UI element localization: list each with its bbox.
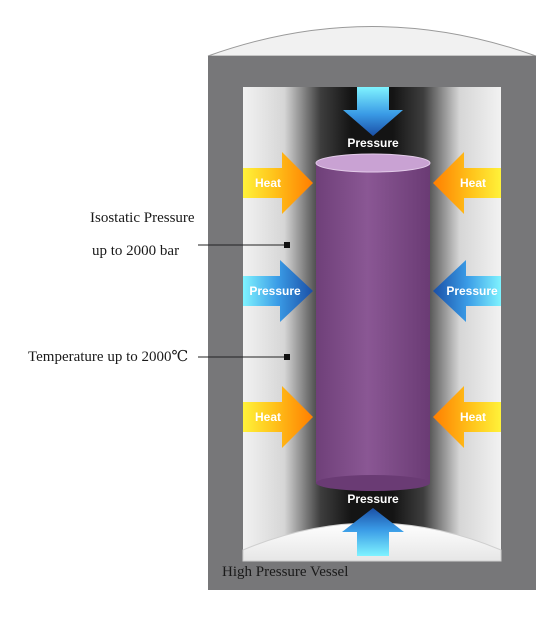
isostatic-pressure-label: Isostatic Pressure [90, 210, 195, 226]
heat-arrow-left-upper: Heat [243, 152, 313, 214]
callout-temperature-leader [198, 354, 290, 360]
isostatic-pressure-value-label: up to 2000 bar [92, 243, 180, 259]
pressure-label-top: Pressure [347, 136, 399, 150]
callout-isostatic-leader [198, 242, 290, 248]
heat-arrow-right-upper: Heat [433, 152, 501, 214]
workpiece-cylinder-bottom [316, 475, 430, 491]
heat-arrow-right-lower: Heat [433, 386, 501, 448]
heat-arrow-left-lower: Heat [243, 386, 313, 448]
vessel-label: High Pressure Vessel [222, 564, 349, 580]
heat-label-left-lower: Heat [255, 410, 281, 424]
workpiece-cylinder-top [315, 153, 431, 173]
temperature-label: Temperature up to 2000℃ [28, 349, 189, 365]
pressure-label-bottom: Pressure [347, 492, 399, 506]
heat-label-right-upper: Heat [460, 176, 486, 190]
pressure-arrow-right: Pressure [433, 260, 501, 322]
workpiece-cylinder [316, 163, 430, 483]
pressure-label-left: Pressure [249, 284, 301, 298]
heat-label-right-lower: Heat [460, 410, 486, 424]
pressure-arrow-left: Pressure [243, 260, 313, 322]
pressure-arrow-bottom: Pressure [342, 492, 404, 556]
pressure-label-right: Pressure [446, 284, 498, 298]
heat-label-left-upper: Heat [255, 176, 281, 190]
vessel-lid [207, 26, 537, 57]
pressure-arrow-top: Pressure [343, 87, 403, 150]
